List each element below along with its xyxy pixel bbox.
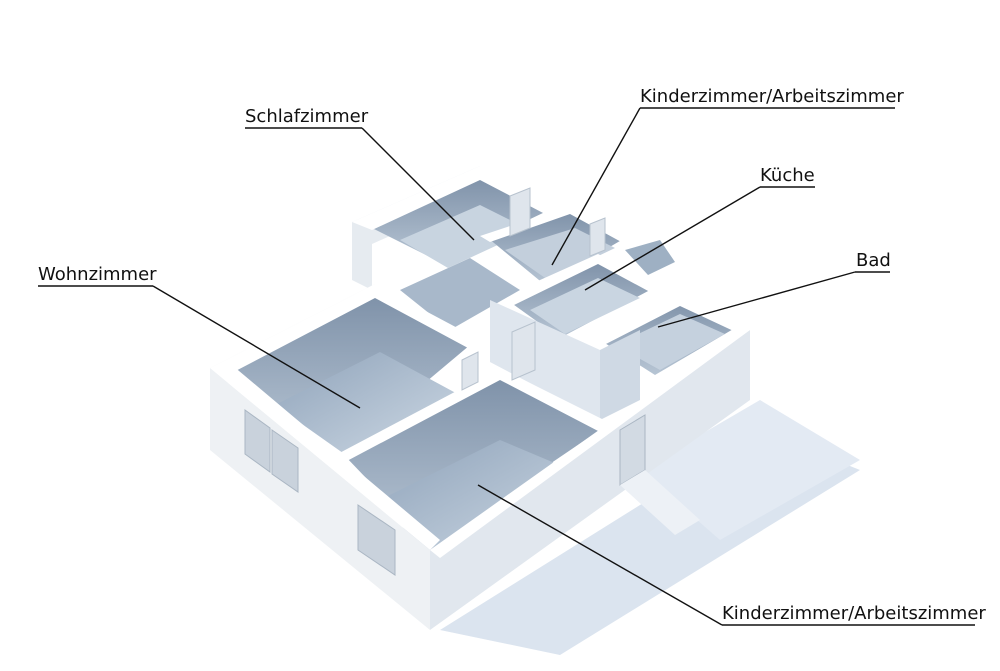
label-kueche: Küche	[760, 165, 815, 186]
door-hallway	[511, 321, 536, 381]
facade-front-right	[430, 330, 750, 630]
floor-schlafzimmer	[400, 205, 530, 268]
wall-top-kinder	[480, 206, 640, 244]
floor-bad	[615, 314, 725, 370]
floor-wohnzimmer	[275, 352, 465, 458]
door-wohnzimmer	[461, 351, 479, 391]
wall-top-schlafzimmer	[352, 166, 560, 230]
facade-top-rim	[210, 360, 440, 550]
leader-kueche-diag	[584, 186, 761, 291]
hallway-wall-2	[600, 330, 640, 420]
room-corridor	[625, 240, 675, 275]
wall-top-kinder-bottom	[330, 368, 612, 462]
window-1	[244, 409, 271, 473]
label-kinderzimmer-top: Kinderzimmer/Arbeitszimmer	[640, 86, 904, 107]
label-wohnzimmer: Wohnzimmer	[38, 264, 157, 285]
window-3	[357, 504, 396, 576]
floor-kinderzimmer-top	[505, 228, 615, 280]
leader-bad-diag	[657, 271, 856, 328]
room-hallway	[400, 258, 520, 330]
leader-kinder-top-diag	[551, 107, 641, 266]
wall-top-kueche	[500, 254, 660, 306]
door-schlafzimmer	[509, 187, 531, 237]
facade-top-rim-2	[430, 330, 750, 558]
leader-schlafzimmer-diag	[361, 127, 475, 241]
leader-kinder-bottom-diag	[477, 484, 723, 626]
wall-top-bad	[590, 296, 750, 346]
entry-path	[620, 470, 700, 535]
floor-kueche	[530, 278, 640, 334]
leader-wohnzimmer-diag	[152, 285, 361, 409]
leader-lines	[38, 107, 975, 626]
label-schlafzimmer: Schlafzimmer	[245, 106, 369, 127]
wall-top-wohnzimmer	[210, 284, 480, 376]
label-kinderzimmer-bottom: Kinderzimmer/Arbeitszimmer	[722, 603, 986, 624]
window-2	[271, 429, 299, 493]
label-bad: Bad	[856, 250, 891, 271]
ground-shadow-2	[640, 400, 860, 540]
door-kinder-top	[589, 217, 606, 257]
floor-kinderzimmer-bottom	[380, 440, 595, 560]
